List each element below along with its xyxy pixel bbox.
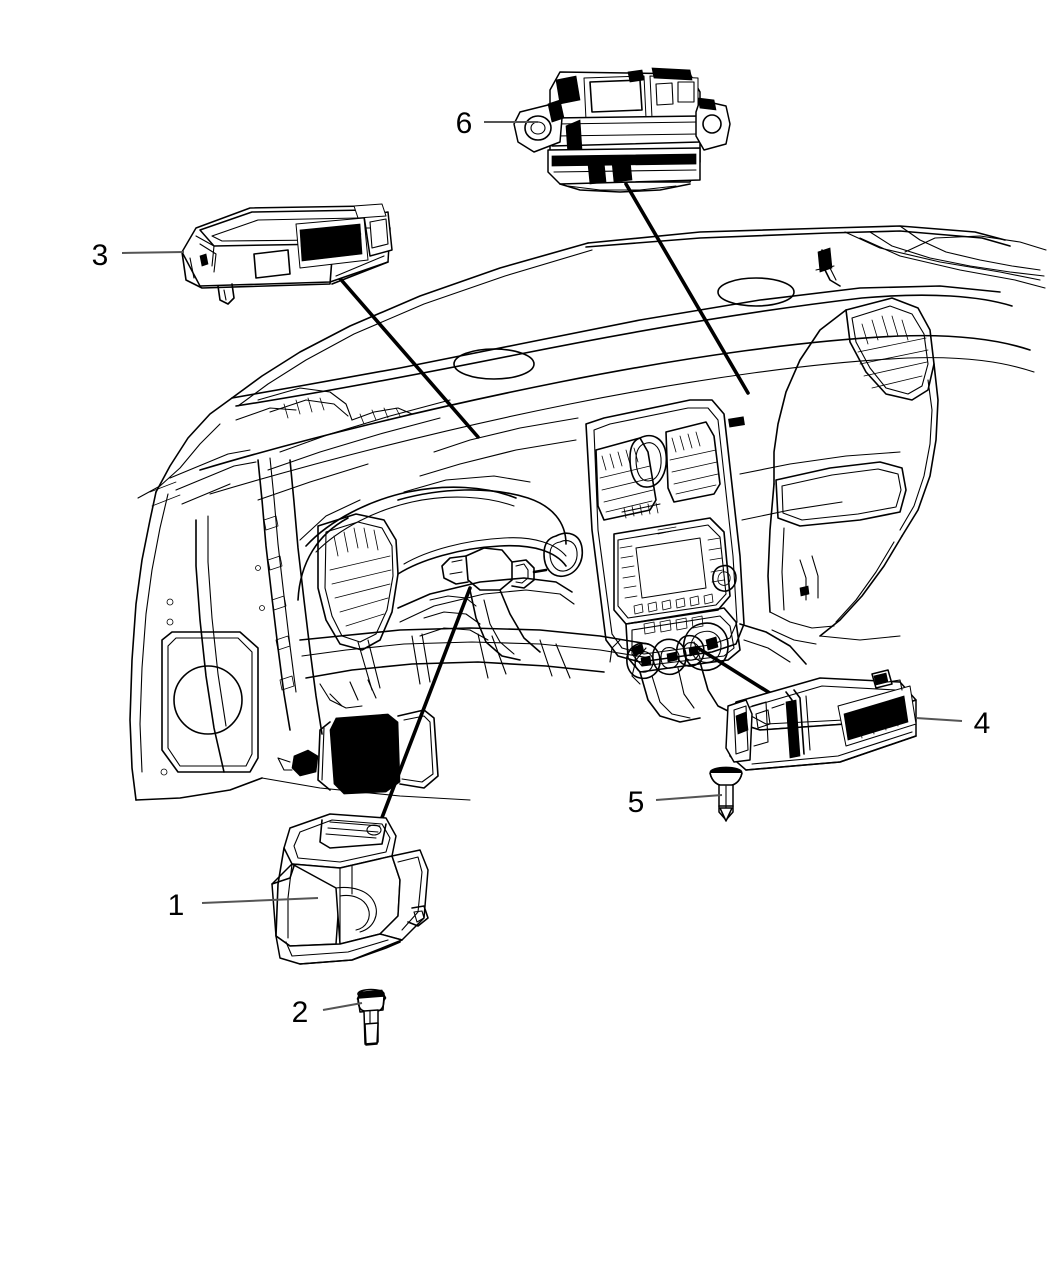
callout-leaders — [121, 121, 963, 1011]
pointer-3-to-panel — [328, 265, 480, 439]
part-bolt-fastener[interactable] — [356, 988, 387, 1046]
callout-number-6: 6 — [456, 107, 473, 140]
part-module-upper-left[interactable] — [181, 203, 393, 305]
callout-number-5: 5 — [628, 786, 645, 819]
part-module-lower-left[interactable] — [271, 813, 429, 965]
callout-number-1: 1 — [168, 889, 185, 922]
leader-line-1 — [201, 897, 319, 904]
vehicle-instrument-panel — [129, 225, 1047, 801]
callout-numbers: 1 2 3 4 5 6 — [92, 107, 991, 1029]
part-screw-fastener[interactable] — [709, 766, 743, 822]
leader-line-3 — [121, 251, 185, 254]
callout-number-3: 3 — [92, 239, 109, 272]
part-module-right[interactable] — [725, 669, 917, 771]
pointer-6-to-panel — [624, 182, 750, 395]
leader-line-2 — [322, 1002, 363, 1011]
callout-number-4: 4 — [974, 707, 991, 740]
pointer-lines — [328, 182, 786, 830]
pointer-1-to-panel — [376, 586, 472, 830]
leader-line-5 — [655, 794, 723, 801]
part-module-top[interactable] — [513, 67, 731, 193]
callout-number-2: 2 — [292, 996, 309, 1029]
leader-line-4 — [915, 717, 963, 722]
